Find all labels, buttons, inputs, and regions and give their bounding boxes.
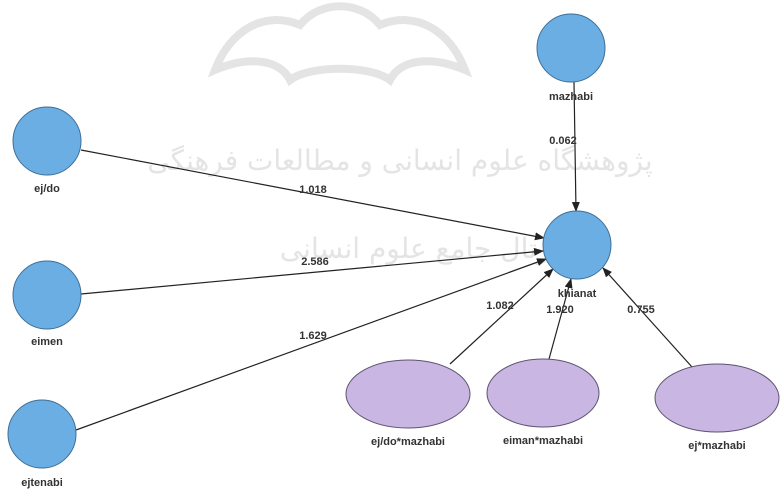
path-arrow-ejtenabi-to-khianat	[75, 258, 547, 431]
node-label-khianat: khianat	[558, 288, 597, 300]
watermark-line-2: پرتال جامع علوم انسانی	[280, 232, 560, 265]
interaction-node-ej-mazhabi[interactable]	[654, 363, 780, 433]
path-arrow-ej-mazhabi-to-khianat	[602, 267, 693, 368]
path-coefficient-eiman-mazhabi: 1.920	[546, 304, 574, 316]
interaction-node-eiman-mazhabi[interactable]	[486, 358, 600, 428]
construct-node-ejtenabi[interactable]	[7, 399, 77, 469]
watermark: پژوهشگاه علوم انسانی و مطالعات فرهنگی پر…	[147, 2, 653, 265]
node-label-ejtenabi: ejtenabi	[21, 477, 63, 489]
path-coefficient-mazhabi: 0.062	[549, 135, 577, 147]
path-arrow-ej-do-to-khianat	[80, 149, 545, 241]
path-coefficient-ejdo-mazhabi: 1.082	[486, 300, 514, 312]
path-arrow-eimen-to-khianat	[80, 247, 544, 295]
node-label-ej-do: ej/do	[34, 183, 60, 195]
nodes-layer: ej/do eimen ejtenabi mazhabi khianat ej/do*ma…	[7, 13, 780, 489]
node-label-ejdo-mazhabi: ej/do*mazhabi	[371, 436, 445, 448]
path-coefficient-eimen: 2.586	[301, 256, 329, 268]
path-arrow-ejdo-mazhabi-to-khianat	[449, 268, 554, 365]
edges-layer: 1.018 2.586 1.629 0.062 1.082 1.920 0.755	[75, 81, 693, 431]
construct-node-ej-do[interactable]	[12, 106, 82, 176]
construct-node-eimen[interactable]	[12, 260, 82, 330]
path-coefficient-ejtenabi: 1.629	[299, 330, 327, 342]
path-arrow-eiman-mazhabi-to-khianat	[548, 278, 573, 360]
node-label-ej-mazhabi: ej*mazhabi	[688, 440, 745, 452]
node-label-eimen: eimen	[31, 336, 63, 348]
construct-node-khianat[interactable]	[542, 210, 612, 280]
node-label-eiman-mazhabi: eiman*mazhabi	[503, 435, 583, 447]
construct-node-mazhabi[interactable]	[536, 13, 606, 83]
path-coefficient-ej-mazhabi: 0.755	[627, 304, 655, 316]
node-label-mazhabi: mazhabi	[549, 91, 593, 103]
watermark-line-1: پژوهشگاه علوم انسانی و مطالعات فرهنگی	[147, 144, 652, 177]
path-coefficient-ej-do: 1.018	[299, 184, 327, 196]
interaction-node-ejdo-mazhabi[interactable]	[345, 359, 471, 429]
path-arrow-mazhabi-to-khianat	[571, 81, 580, 212]
watermark-emblem	[207, 2, 473, 87]
